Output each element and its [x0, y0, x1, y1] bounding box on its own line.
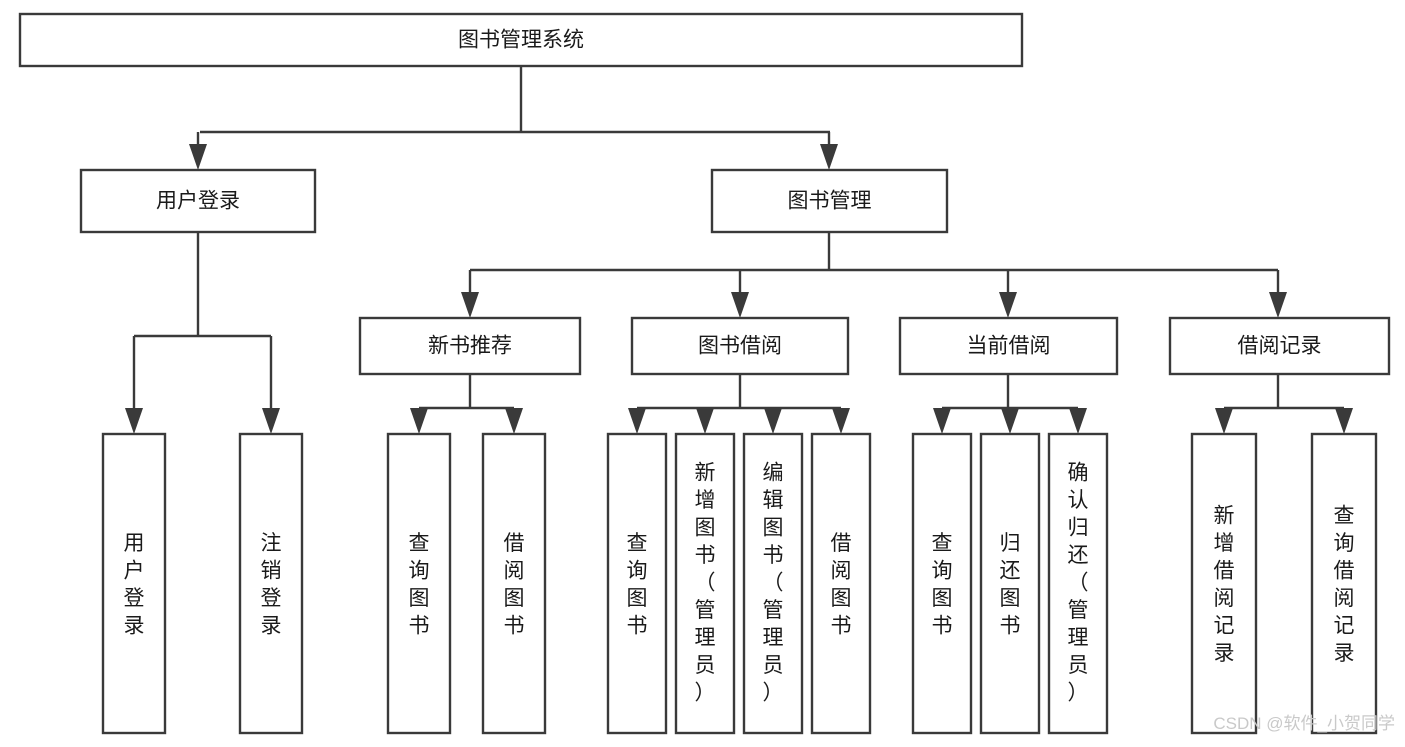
node-label: 查询借阅记录: [1334, 504, 1355, 665]
node-label: 编辑图书（管理员）: [763, 461, 784, 704]
node-leaf-user-login[interactable]: 用户登录: [101, 432, 167, 735]
node-label: 用户登录: [156, 190, 240, 213]
bus-user-login: [134, 232, 271, 338]
arrow-to-user-login: [189, 132, 207, 170]
arrowhead-layer: [125, 132, 1353, 434]
node-book-manage[interactable]: 图书管理: [710, 168, 949, 234]
node-borrow-record[interactable]: 借阅记录: [1168, 316, 1391, 376]
node-label: 当前借阅: [967, 335, 1051, 358]
bus-root: [200, 66, 830, 134]
node-box: [979, 432, 1041, 735]
arrow-to-leaf-user-login: [125, 336, 143, 434]
arrow-to-leaf-edit-book-admin: [764, 408, 782, 434]
arrow-to-leaf-logout-login: [262, 336, 280, 434]
node-label: 查询图书: [627, 532, 648, 638]
node-box: [911, 432, 973, 735]
node-label: 借阅记录: [1238, 335, 1322, 358]
node-leaf-borrow-book-1[interactable]: 借阅图书: [481, 432, 547, 735]
node-label: 图书管理: [788, 190, 872, 213]
node-label: 用户登录: [124, 532, 145, 638]
node-box: [742, 432, 804, 735]
node-user-login[interactable]: 用户登录: [79, 168, 317, 234]
arrow-to-current-borrow: [999, 270, 1017, 318]
node-box: [606, 432, 668, 735]
node-leaf-query-borrow-record[interactable]: 查询借阅记录: [1310, 432, 1378, 735]
node-box: [79, 168, 317, 234]
node-box: [358, 316, 582, 376]
arrow-to-leaf-return-book: [1001, 408, 1019, 434]
node-label: 新书推荐: [428, 335, 512, 358]
node-box: [18, 12, 1024, 68]
node-box: [630, 316, 850, 376]
arrow-to-book-borrow: [731, 270, 749, 318]
node-leaf-query-book-2[interactable]: 查询图书: [606, 432, 668, 735]
node-label: 借阅图书: [831, 532, 852, 638]
arrow-to-borrow-record: [1269, 270, 1287, 318]
arrow-to-leaf-borrow-book-1: [505, 408, 523, 434]
node-box: [1047, 432, 1109, 735]
node-box: [810, 432, 872, 735]
node-leaf-borrow-book-2[interactable]: 借阅图书: [810, 432, 872, 735]
node-current-borrow[interactable]: 当前借阅: [898, 316, 1119, 376]
node-box: [1168, 316, 1391, 376]
arrow-to-leaf-query-book-1: [410, 408, 428, 434]
node-box: [1310, 432, 1378, 735]
node-label: 新增图书（管理员）: [695, 461, 716, 704]
node-book-borrow[interactable]: 图书借阅: [630, 316, 850, 376]
node-leaf-edit-book-admin[interactable]: 编辑图书（管理员）: [742, 432, 804, 735]
node-leaf-add-book-admin[interactable]: 新增图书（管理员）: [674, 432, 736, 735]
arrow-to-book-manage: [820, 132, 838, 170]
arrow-to-leaf-confirm-return-admin: [1069, 408, 1087, 434]
bus-borrow-record: [1224, 374, 1344, 410]
arrow-to-leaf-add-borrow-record: [1215, 408, 1233, 434]
bus-new-book: [419, 374, 514, 410]
node-box: [710, 168, 949, 234]
node-label: 查询图书: [932, 532, 953, 638]
arrow-to-leaf-query-book-3: [933, 408, 951, 434]
node-leaf-confirm-return-admin[interactable]: 确认归还（管理员）: [1047, 432, 1109, 735]
node-layer: 图书管理系统用户登录图书管理新书推荐图书借阅当前借阅借阅记录用户登录注销登录查询…: [18, 12, 1391, 735]
bus-book-borrow: [637, 374, 841, 410]
node-leaf-add-borrow-record[interactable]: 新增借阅记录: [1190, 432, 1258, 735]
node-box: [1190, 432, 1258, 735]
arrow-to-leaf-query-book-2: [628, 408, 646, 434]
bus-current-borrow: [942, 374, 1078, 410]
node-label: 新增借阅记录: [1214, 504, 1235, 665]
node-box: [481, 432, 547, 735]
node-label: 图书借阅: [698, 335, 782, 358]
node-new-book-recommend[interactable]: 新书推荐: [358, 316, 582, 376]
node-label: 注销登录: [261, 532, 282, 638]
node-root[interactable]: 图书管理系统: [18, 12, 1024, 68]
arrow-to-leaf-borrow-book-2: [832, 408, 850, 434]
connector-layer: [134, 66, 1344, 410]
csdn-watermark: CSDN @软件_小贺同学: [1213, 714, 1395, 733]
node-label: 确认归还（管理员）: [1068, 461, 1089, 704]
arrow-to-leaf-add-book-admin: [696, 408, 714, 434]
node-label: 图书管理系统: [458, 29, 584, 52]
arrow-to-new-book-recommend: [461, 270, 479, 318]
node-leaf-query-book-3[interactable]: 查询图书: [911, 432, 973, 735]
node-label: 归还图书: [1000, 532, 1021, 638]
node-box: [898, 316, 1119, 376]
node-box: [101, 432, 167, 735]
node-leaf-query-book-1[interactable]: 查询图书: [386, 432, 452, 735]
bus-book-manage: [470, 232, 1278, 272]
node-leaf-logout-login[interactable]: 注销登录: [238, 432, 304, 735]
node-label: 查询图书: [409, 532, 430, 638]
arrow-to-leaf-query-borrow-record: [1335, 408, 1353, 434]
node-leaf-return-book[interactable]: 归还图书: [979, 432, 1041, 735]
node-label: 借阅图书: [504, 532, 525, 638]
node-box: [386, 432, 452, 735]
node-box: [238, 432, 304, 735]
node-box: [674, 432, 736, 735]
